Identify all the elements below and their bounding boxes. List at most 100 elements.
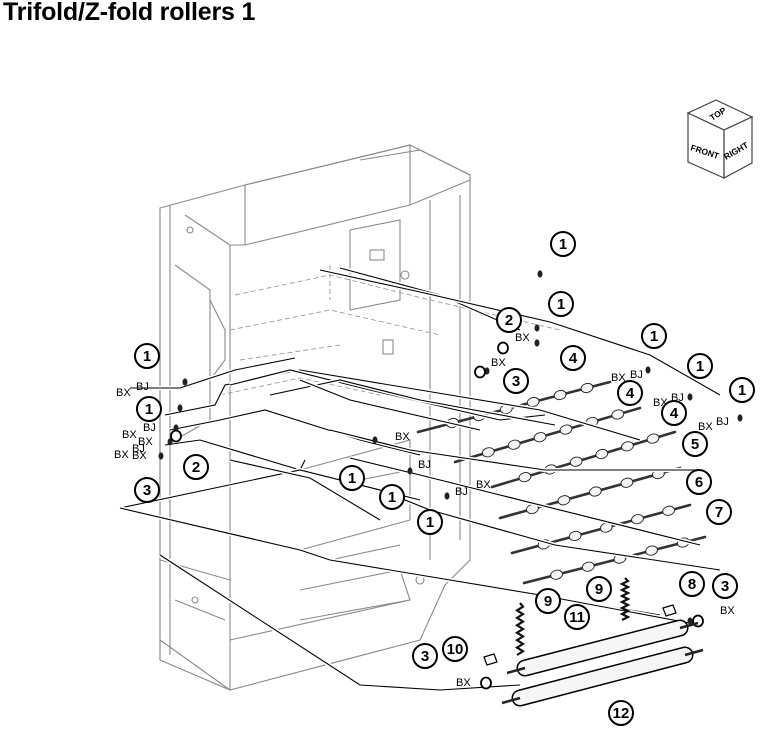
callout-4: 4 bbox=[617, 380, 643, 406]
bracket-8 bbox=[662, 604, 677, 617]
roller-tire bbox=[662, 505, 676, 516]
svg-text:1: 1 bbox=[738, 382, 746, 399]
roller-tire bbox=[645, 545, 658, 556]
clip-label-bx: BX bbox=[122, 429, 137, 441]
roller-tire bbox=[507, 439, 521, 450]
svg-text:7: 7 bbox=[715, 504, 723, 521]
leader-line bbox=[379, 489, 721, 571]
callout-3: 3 bbox=[503, 368, 529, 394]
svg-text:1: 1 bbox=[559, 236, 567, 253]
leader-line bbox=[159, 554, 521, 691]
roller-shaft bbox=[490, 430, 677, 489]
callout-3: 3 bbox=[412, 643, 438, 669]
fold-roller-12 bbox=[501, 646, 704, 707]
clip-label-bj: BJ bbox=[630, 369, 643, 381]
svg-text:6: 6 bbox=[695, 474, 703, 491]
e-clip bbox=[534, 324, 540, 332]
spring bbox=[514, 602, 526, 656]
roller-tire bbox=[559, 424, 573, 435]
roller-tire bbox=[621, 441, 634, 452]
svg-text:1: 1 bbox=[143, 348, 151, 365]
roller-tire bbox=[553, 389, 567, 401]
clip-label-bx: BX bbox=[138, 436, 153, 448]
e-clip bbox=[534, 339, 540, 347]
callout-1: 1 bbox=[134, 343, 160, 369]
roller-tire bbox=[646, 433, 660, 444]
callout-10: 10 bbox=[442, 636, 468, 662]
callout-1: 1 bbox=[641, 323, 667, 349]
svg-text:1: 1 bbox=[388, 489, 396, 506]
roller-tire bbox=[526, 396, 540, 408]
roller-tire bbox=[581, 561, 595, 572]
callout-1: 1 bbox=[339, 465, 365, 491]
svg-text:9: 9 bbox=[544, 593, 552, 610]
svg-text:3: 3 bbox=[512, 373, 520, 390]
roller-tire bbox=[580, 382, 594, 394]
svg-text:1: 1 bbox=[696, 358, 704, 375]
callout-3: 3 bbox=[712, 573, 738, 599]
page-title: Trifold/Z-fold rollers 1 bbox=[3, 0, 256, 26]
roller-shaft bbox=[498, 466, 682, 520]
leader-line bbox=[329, 429, 700, 471]
roller-tire bbox=[518, 472, 532, 483]
clip-label-bj: BJ bbox=[132, 443, 145, 455]
fold-roller-11 bbox=[506, 619, 699, 677]
svg-text:8: 8 bbox=[688, 576, 696, 593]
callout-8: 8 bbox=[679, 571, 705, 597]
e-clip bbox=[645, 366, 651, 374]
callout-1: 1 bbox=[379, 484, 405, 510]
roller-shaft bbox=[510, 503, 692, 555]
leader-line bbox=[164, 439, 306, 471]
orientation-cube: TOP FRONT RIGHT bbox=[686, 99, 754, 180]
e-clip bbox=[407, 467, 413, 475]
parts-group bbox=[158, 270, 743, 707]
e-clip bbox=[537, 270, 543, 278]
svg-text:10: 10 bbox=[447, 641, 464, 658]
clip-label-bj: BJ bbox=[455, 486, 468, 498]
svg-text:3: 3 bbox=[421, 648, 429, 665]
callout-6: 6 bbox=[686, 469, 712, 495]
callout-5: 5 bbox=[682, 431, 708, 457]
svg-text:12: 12 bbox=[613, 705, 630, 722]
leader-line bbox=[299, 379, 481, 431]
callout-12: 12 bbox=[608, 700, 634, 726]
clip-label-bj: BJ bbox=[716, 416, 729, 428]
hidden-lines bbox=[219, 265, 561, 396]
e-clip bbox=[158, 452, 164, 460]
clip-label-bx: BX bbox=[515, 332, 530, 344]
svg-text:1: 1 bbox=[426, 514, 434, 531]
e-clip bbox=[737, 414, 743, 422]
callout-9: 9 bbox=[586, 576, 612, 602]
roller-tire bbox=[620, 477, 634, 488]
callout-9: 9 bbox=[535, 588, 561, 614]
bracket-10 bbox=[483, 653, 498, 666]
clip-label-bx: BX bbox=[116, 387, 131, 399]
clip-label-bj: BJ bbox=[143, 422, 156, 434]
leader-line bbox=[169, 409, 421, 456]
callout-4: 4 bbox=[560, 345, 586, 371]
clip-label-bx: BX bbox=[611, 372, 626, 384]
leader-line bbox=[130, 357, 296, 389]
leader-line bbox=[164, 369, 641, 441]
e-clip bbox=[177, 404, 183, 412]
clip-label-bx: BX bbox=[395, 431, 410, 443]
clip-label-bx: BX bbox=[132, 450, 147, 462]
svg-text:3: 3 bbox=[143, 482, 151, 499]
roller-tire bbox=[589, 486, 602, 497]
clip-label-bx: BX bbox=[476, 479, 491, 491]
roller-tire bbox=[481, 447, 495, 458]
roller-tire bbox=[550, 569, 563, 580]
roller-tire bbox=[611, 409, 625, 420]
roller-tire bbox=[595, 448, 609, 460]
svg-text:9: 9 bbox=[595, 581, 603, 598]
bushing bbox=[480, 676, 492, 690]
svg-text:5: 5 bbox=[691, 436, 699, 453]
svg-text:4: 4 bbox=[626, 385, 635, 402]
callout-1: 1 bbox=[550, 231, 576, 257]
clip-label-bx: BX bbox=[114, 449, 129, 461]
leader-line-mask bbox=[169, 407, 421, 458]
leader-line-mask bbox=[119, 505, 661, 618]
callout-4: 4 bbox=[661, 400, 687, 426]
